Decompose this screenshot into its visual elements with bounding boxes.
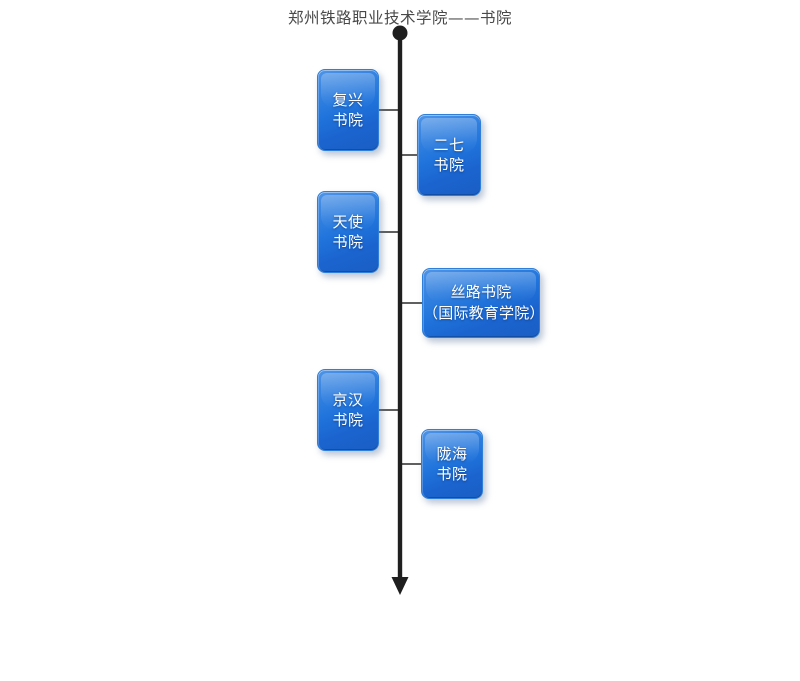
academy-node-jinghan-academy[interactable]: 京汉 书院: [317, 369, 379, 451]
academy-node-label: 京汉 书院: [332, 391, 364, 429]
academy-node-erqi-academy[interactable]: 二七 书院: [417, 114, 481, 196]
academy-node-label: 丝路书院 （国际教育学院）: [423, 283, 545, 322]
page-title: 郑州铁路职业技术学院——书院: [287, 9, 512, 27]
academy-node-label: 二七 书院: [433, 136, 465, 174]
academy-node-fuxing-academy[interactable]: 复兴 书院: [317, 69, 379, 151]
axis-end-arrow-icon: [391, 577, 409, 595]
academy-node-label: 天使 书院: [332, 213, 364, 251]
academy-node-longhai-academy[interactable]: 陇海 书院: [421, 429, 483, 499]
axis-start-dot-icon: [392, 25, 408, 41]
academy-node-label: 复兴 书院: [332, 91, 364, 129]
academy-node-label: 陇海 书院: [436, 445, 468, 483]
academy-node-silu-academy[interactable]: 丝路书院 （国际教育学院）: [422, 268, 545, 338]
academy-node-tianshi-academy[interactable]: 天使 书院: [317, 191, 379, 273]
